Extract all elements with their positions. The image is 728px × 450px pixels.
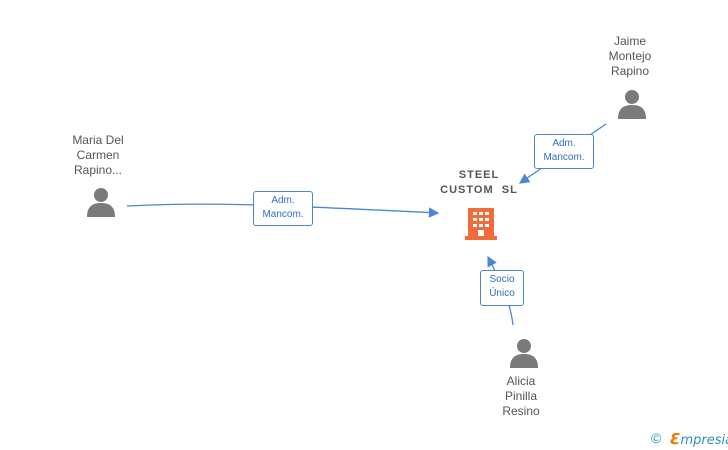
relation-label-maria: Adm. Mancom. [253, 191, 313, 226]
person-name-line: Rapino [610, 64, 650, 78]
edge-maria-to-company [126, 203, 440, 218]
person-icon[interactable] [616, 88, 648, 120]
person-name-line: Resino [502, 404, 540, 418]
person-name-line: Pinilla [504, 389, 537, 403]
relation-label-alicia: Socio Único [480, 270, 524, 306]
copyright-symbol: © [651, 430, 662, 446]
relation-label-line: Mancom. [543, 152, 585, 163]
empresia-logo[interactable]: ℇmpresia [670, 430, 728, 448]
building-icon[interactable] [465, 206, 497, 240]
relation-label-line: Único [489, 288, 515, 299]
person-icon[interactable] [508, 337, 540, 369]
person-name-line: Rapino... [73, 163, 123, 177]
person-name-line: Alicia [506, 374, 536, 388]
person-name-line: Maria Del [72, 133, 124, 147]
brand-first-letter: ℇ [670, 430, 681, 448]
person-name-jaime[interactable]: Jaime Montejo Rapino [575, 34, 685, 79]
relation-label-line: Adm. [271, 195, 295, 206]
company-name-line1: STEEL [458, 169, 500, 181]
person-name-line: Jaime [613, 34, 646, 48]
person-name-line: Carmen [76, 148, 120, 162]
relation-label-line: Adm. [552, 138, 576, 149]
person-icon[interactable] [85, 186, 117, 218]
person-name-maria[interactable]: Maria Del Carmen Rapino... [43, 133, 153, 178]
relation-label-line: Socio [489, 274, 515, 285]
brand-rest: mpresia [680, 433, 728, 448]
person-name-line: Montejo [608, 49, 652, 63]
company-name-line2: CUSTOM SL [440, 184, 518, 196]
relation-label-jaime: Adm. Mancom. [534, 134, 594, 169]
company-name[interactable]: STEEL CUSTOM SL [419, 168, 539, 198]
relation-label-line: Mancom. [262, 209, 304, 220]
person-name-alicia[interactable]: Alicia Pinilla Resino [466, 374, 576, 419]
